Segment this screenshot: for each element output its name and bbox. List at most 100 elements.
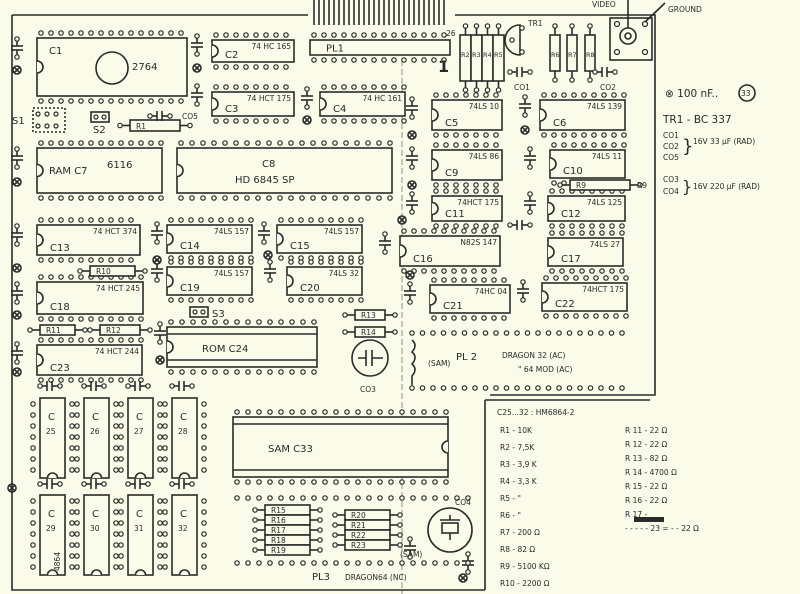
capacitor[interactable] (169, 479, 195, 489)
decoupling-capacitor[interactable] (11, 281, 23, 305)
chip-c28[interactable]: C28 (162, 397, 207, 479)
resistor-r6[interactable]: R6 (549, 23, 561, 83)
decoupling-capacitor[interactable] (404, 536, 416, 560)
resistor-r1[interactable]: R1 (117, 119, 193, 132)
capacitor[interactable] (125, 381, 151, 391)
pin-hole (473, 223, 479, 229)
chip-c31[interactable]: C31 (118, 494, 163, 576)
capacitor[interactable] (37, 479, 63, 489)
decoupling-capacitor[interactable] (11, 223, 23, 247)
capacitor[interactable] (125, 479, 151, 489)
capacitor-co4[interactable] (427, 507, 473, 553)
resistor-r13[interactable]: R13 (342, 309, 398, 321)
pin-hole (401, 228, 407, 234)
capacitor[interactable] (81, 479, 107, 489)
decoupling-capacitor[interactable] (406, 146, 418, 170)
chip-c30[interactable]: C30 (74, 494, 119, 576)
decoupling-capacitor[interactable] (151, 221, 163, 245)
jumper-s1[interactable] (32, 107, 66, 133)
chip-c32[interactable]: C32 (162, 494, 207, 576)
resistor-r19[interactable]: R19 (252, 544, 323, 556)
capacitor[interactable] (169, 381, 195, 391)
pin-hole (252, 547, 258, 553)
jumper-s3[interactable] (189, 306, 209, 318)
pin-hole (244, 195, 250, 201)
decoupling-capacitor[interactable] (154, 321, 166, 345)
capacitor[interactable] (592, 67, 618, 77)
pin-hole (245, 479, 251, 485)
capacitor-co3[interactable] (351, 339, 389, 377)
chip-pl1[interactable]: PL1 (309, 32, 451, 63)
capacitor[interactable] (37, 381, 63, 391)
resistor-r10[interactable]: R10 (77, 265, 148, 277)
pin-hole (473, 92, 479, 98)
decoupling-capacitor[interactable] (524, 191, 536, 215)
decoupling-capacitor[interactable] (258, 221, 270, 245)
resistor-r5[interactable]: R5 (492, 23, 505, 93)
decoupling-capacitor[interactable] (379, 231, 391, 255)
resistor-r8[interactable]: R8 (584, 23, 596, 83)
chip-c26[interactable]: C26 (74, 397, 119, 479)
capacitor[interactable] (507, 220, 533, 230)
resistor-r7[interactable]: R7 (566, 23, 578, 83)
decoupling-capacitor[interactable] (191, 33, 203, 57)
pin-hole (128, 337, 134, 343)
pin-hole (30, 498, 36, 504)
resistor-r11[interactable]: R11 (27, 324, 88, 336)
transistor-tr1[interactable] (504, 24, 525, 56)
pin-hole (371, 118, 377, 124)
decoupling-capacitor[interactable] (191, 83, 203, 107)
decoupling-capacitor[interactable] (404, 281, 416, 305)
chip-c29[interactable]: C29 (30, 494, 75, 576)
capacitor[interactable] (147, 111, 173, 121)
decoupling-capacitor[interactable] (519, 94, 531, 118)
resistor-r9[interactable]: R9 (557, 179, 643, 191)
resistor-r12[interactable]: R12 (87, 324, 153, 336)
chip-c24[interactable]: ROM C24 (166, 319, 318, 375)
chip-c27[interactable]: C27 (118, 397, 163, 479)
pl2-hole (577, 385, 583, 391)
capacitor[interactable] (507, 67, 533, 77)
pin-hole (30, 456, 36, 462)
decoupling-capacitor[interactable] (11, 341, 23, 365)
decoupling-capacitor[interactable] (406, 191, 418, 215)
decoupling-capacitor[interactable] (301, 86, 313, 110)
decoupling-capacitor[interactable] (406, 96, 418, 120)
chip-c33[interactable]: SAM C33 (232, 409, 449, 485)
decoupling-capacitor[interactable] (524, 146, 536, 170)
capacitor[interactable] (81, 381, 107, 391)
decoupling-capacitor[interactable] (264, 259, 276, 283)
decoupling-capacitor[interactable] (11, 146, 23, 170)
pin-hole (162, 423, 168, 429)
decoupling-capacitor[interactable] (517, 279, 529, 303)
jumper-s2[interactable] (90, 111, 110, 123)
chip-c25[interactable]: C25 (30, 397, 75, 479)
pin-hole (88, 98, 94, 104)
resistor-r23[interactable]: R23 (332, 539, 403, 551)
resistor-r21[interactable]: R21 (332, 519, 403, 531)
resistor-r14[interactable]: R14 (342, 326, 398, 338)
decoupling-capacitor[interactable] (11, 36, 23, 60)
